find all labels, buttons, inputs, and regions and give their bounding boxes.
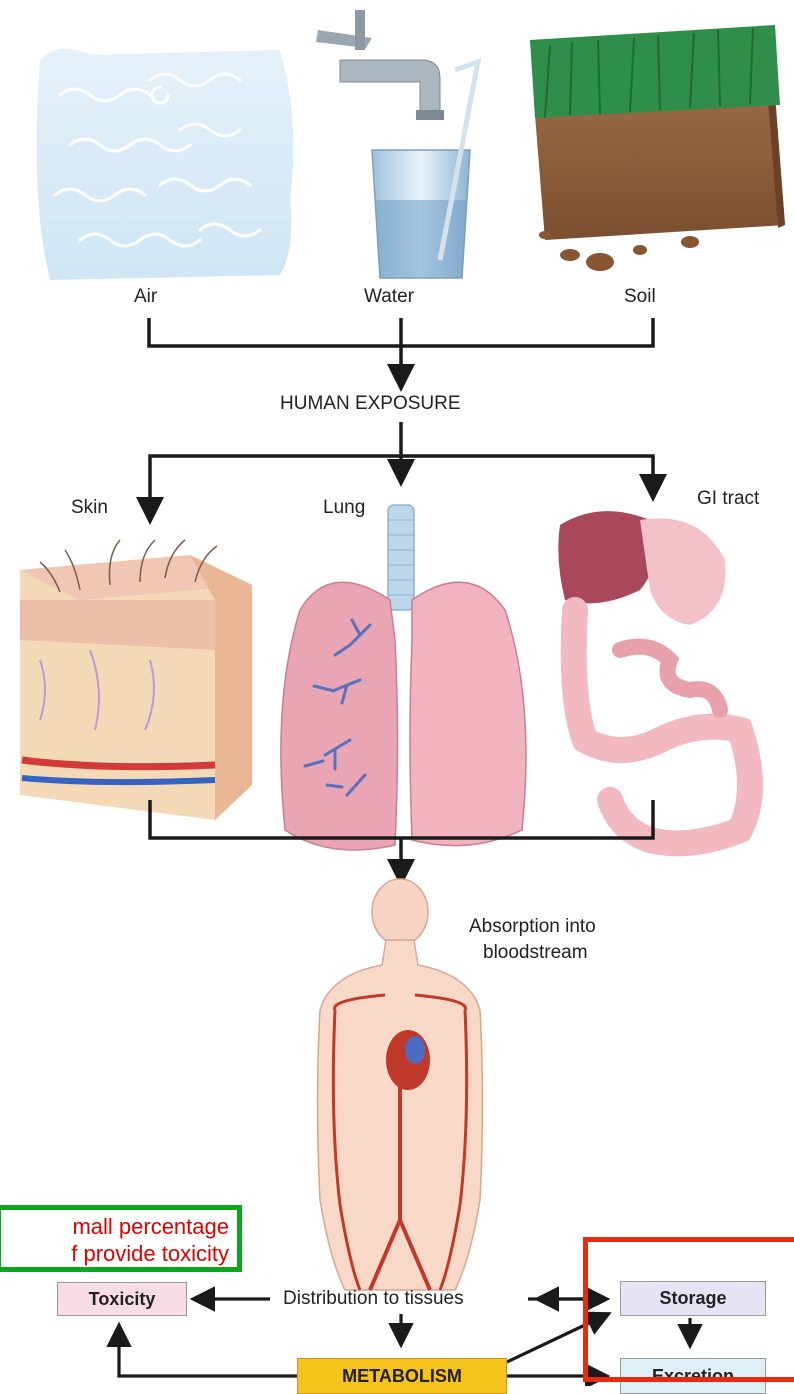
skin-label: Skin [71,497,108,519]
human-exposure-label: HUMAN EXPOSURE [280,393,461,415]
water-illustration [316,10,478,278]
soil-illustration [530,25,785,271]
water-label: Water [364,286,414,308]
note-line-2: f provide toxicity [1,1240,229,1267]
note-line-1: mall percentage [1,1213,229,1240]
absorption-line-2: bloodstream [469,940,596,966]
lung-label: Lung [323,497,365,519]
highlight-frame [583,1237,794,1382]
body-illustration [318,879,483,1290]
gi-tract-label: GI tract [697,488,759,510]
source-connectors [149,318,653,385]
air-illustration [37,49,294,280]
distribution-label: Distribution to tissues [283,1288,464,1310]
absorption-connectors [150,800,653,880]
metabolism-box: METABOLISM [297,1358,507,1394]
lung-illustration [281,505,526,850]
gi-illustration [558,511,750,843]
toxicity-box: Toxicity [57,1282,187,1316]
skin-illustration [20,540,252,820]
note-box: mall percentage f provide toxicity [0,1205,242,1272]
route-connectors [150,422,653,518]
absorption-label: Absorption into bloodstream [469,914,596,966]
soil-label: Soil [624,286,656,308]
air-label: Air [134,286,157,308]
absorption-line-1: Absorption into [469,914,596,940]
